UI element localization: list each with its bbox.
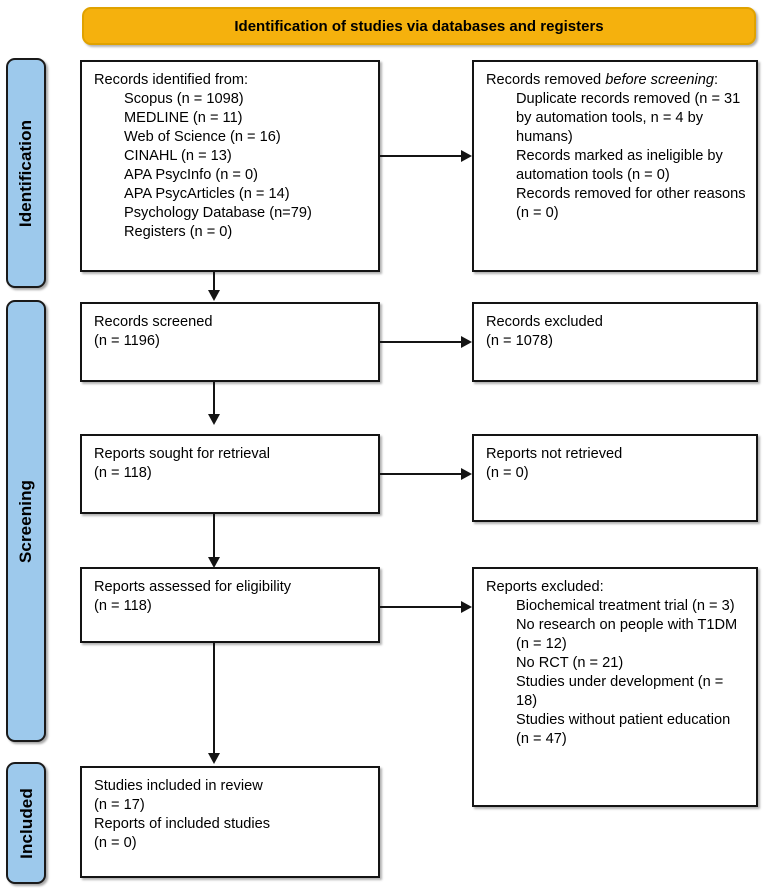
stage-bar-screening: Screening: [6, 300, 46, 742]
box-studies-included: Studies included in review (n = 17) Repo…: [80, 766, 380, 878]
box-line: Studies under development (n = 18): [516, 673, 728, 709]
box-line: (n = 118): [94, 464, 152, 481]
box-line: Reports of included studies: [94, 815, 271, 832]
connector-assessed-to-excluded: [380, 606, 462, 608]
box-line: (n = 118): [94, 597, 152, 614]
box-reports-assessed: Reports assessed for eligibility (n = 11…: [80, 567, 380, 643]
arrowhead-identified-to-screened: [208, 290, 220, 301]
stage-label-screening: Screening: [16, 479, 36, 563]
connector-screened-to-sought: [213, 382, 215, 415]
box-records-identified: Records identified from: Scopus (n = 109…: [80, 60, 380, 272]
box-line: (n = 0): [486, 464, 529, 481]
box-heading-plain: Records removed: [486, 72, 606, 88]
box-line: Biochemical treatment trial (n = 3): [516, 597, 735, 614]
box-line: Studies included in review: [94, 778, 263, 794]
box-line: Duplicate records removed (n = 31 by aut…: [516, 90, 745, 145]
box-line: Records marked as ineligible by automati…: [516, 147, 727, 183]
connector-sought-to-assessed: [213, 514, 215, 558]
box-line: Psychology Database (n=79): [124, 204, 312, 221]
box-line: Reports sought for retrieval: [94, 446, 271, 462]
box-line: Records identified from:: [94, 72, 249, 88]
box-line: (n = 17): [94, 796, 145, 813]
box-line: APA PsycInfo (n = 0): [124, 166, 258, 183]
arrowhead-sought-to-assessed: [208, 557, 220, 568]
box-reports-sought: Reports sought for retrieval (n = 118): [80, 434, 380, 514]
arrowhead-screened-to-excluded: [461, 336, 472, 348]
connector-identified-to-screened: [213, 272, 215, 291]
box-line: Records screened: [94, 314, 213, 330]
box-records-screened: Records screened (n = 1196): [80, 302, 380, 382]
box-line: CINAHL (n = 13): [124, 147, 232, 164]
box-records-excluded: Records excluded (n = 1078): [472, 302, 758, 382]
arrowhead-assessed-to-excluded: [461, 601, 472, 613]
box-line: MEDLINE (n = 11): [124, 109, 243, 126]
box-reports-excluded: Reports excluded: Biochemical treatment …: [472, 567, 758, 807]
box-line: (n = 1196): [94, 332, 160, 349]
box-line: Reports excluded:: [486, 579, 604, 595]
box-line: APA PsycArticles (n = 14): [124, 185, 290, 202]
box-line: Studies without patient education (n = 4…: [516, 711, 735, 747]
box-line: (n = 1078): [486, 332, 553, 349]
stage-label-identification: Identification: [16, 119, 36, 227]
box-heading-suffix: :: [713, 72, 719, 88]
arrowhead-assessed-to-included: [208, 753, 220, 764]
box-line: Records excluded: [486, 314, 603, 330]
connector-screened-to-excluded: [380, 341, 462, 343]
connector-sought-to-not-retrieved: [380, 473, 462, 475]
box-line: Registers (n = 0): [124, 223, 233, 240]
box-records-removed: Records removed before screening: Duplic…: [472, 60, 758, 272]
box-heading-italic: before screening: [605, 72, 714, 88]
stage-bar-identification: Identification: [6, 58, 46, 288]
box-line: Scopus (n = 1098): [124, 90, 244, 107]
connector-assessed-to-included: [213, 643, 215, 754]
stage-label-included: Included: [16, 787, 36, 859]
box-line: Reports assessed for eligibility: [94, 579, 292, 595]
box-line: No research on people with T1DM (n = 12): [516, 616, 742, 652]
box-reports-not-retrieved: Reports not retrieved (n = 0): [472, 434, 758, 522]
box-line: (n = 0): [94, 834, 137, 851]
header-banner: Identification of studies via databases …: [82, 7, 756, 45]
box-line: Reports not retrieved: [486, 446, 623, 462]
arrowhead-screened-to-sought: [208, 414, 220, 425]
arrowhead-sought-to-not-retrieved: [461, 468, 472, 480]
box-line: No RCT (n = 21): [516, 654, 624, 671]
box-line: Web of Science (n = 16): [124, 128, 281, 145]
box-line: Records removed for other reasons (n = 0…: [516, 185, 750, 221]
stage-bar-included: Included: [6, 762, 46, 884]
arrowhead-identified-to-removed: [461, 150, 472, 162]
box-heading: Records removed before screening:: [486, 71, 746, 90]
connector-identified-to-removed: [380, 155, 462, 157]
